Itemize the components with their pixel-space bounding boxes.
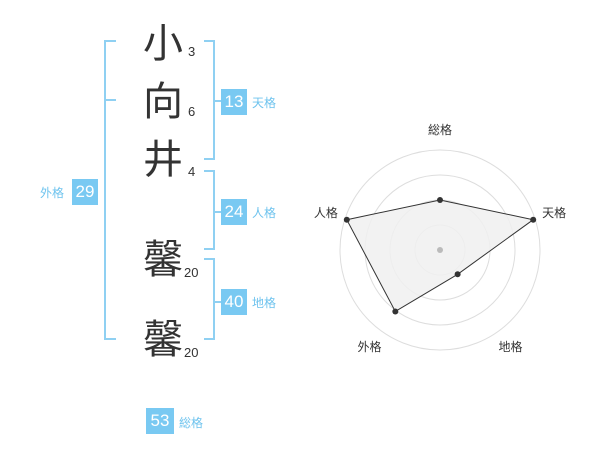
name-char-4: 馨 <box>143 237 183 283</box>
radar-axis-label: 人格 <box>314 205 338 220</box>
gaikaku-label: 外格 <box>40 186 65 200</box>
soukaku-value: 53 <box>146 408 174 434</box>
name-char-1: 小 <box>143 21 183 67</box>
jinkaku-label: 人格 <box>252 206 277 220</box>
radar-center-point <box>437 247 443 253</box>
stroke-count-3: 4 <box>188 164 196 179</box>
stroke-count-4: 20 <box>184 265 199 280</box>
name-char-3: 井 <box>143 137 183 183</box>
radar-axis-label: 地格 <box>499 339 523 354</box>
chikaku-value: 40 <box>221 289 247 315</box>
name-char-5: 馨 <box>143 317 183 363</box>
name-char-2: 向 <box>143 79 183 125</box>
stroke-count-1: 3 <box>188 44 196 59</box>
tenkaku-value: 13 <box>221 89 247 115</box>
gaikaku-value: 29 <box>72 179 98 205</box>
radar-point <box>343 216 350 223</box>
chikaku-label: 地格 <box>252 296 277 310</box>
stroke-count-5: 20 <box>184 345 199 360</box>
jinkaku-value: 24 <box>221 199 247 225</box>
stroke-count-2: 6 <box>188 104 196 119</box>
soukaku-label: 総格 <box>179 416 204 430</box>
tenkaku-label: 天格 <box>252 96 277 110</box>
radar-axis-label: 総格 <box>428 122 452 137</box>
radar-point <box>454 271 461 278</box>
radar-point <box>392 308 399 315</box>
radar-axis-label: 外格 <box>357 339 381 354</box>
radar-point <box>437 197 443 203</box>
radar-ring <box>339 149 541 351</box>
radar-point <box>530 216 537 223</box>
radar-axis-label: 天格 <box>542 205 566 220</box>
radar-area <box>346 199 535 313</box>
